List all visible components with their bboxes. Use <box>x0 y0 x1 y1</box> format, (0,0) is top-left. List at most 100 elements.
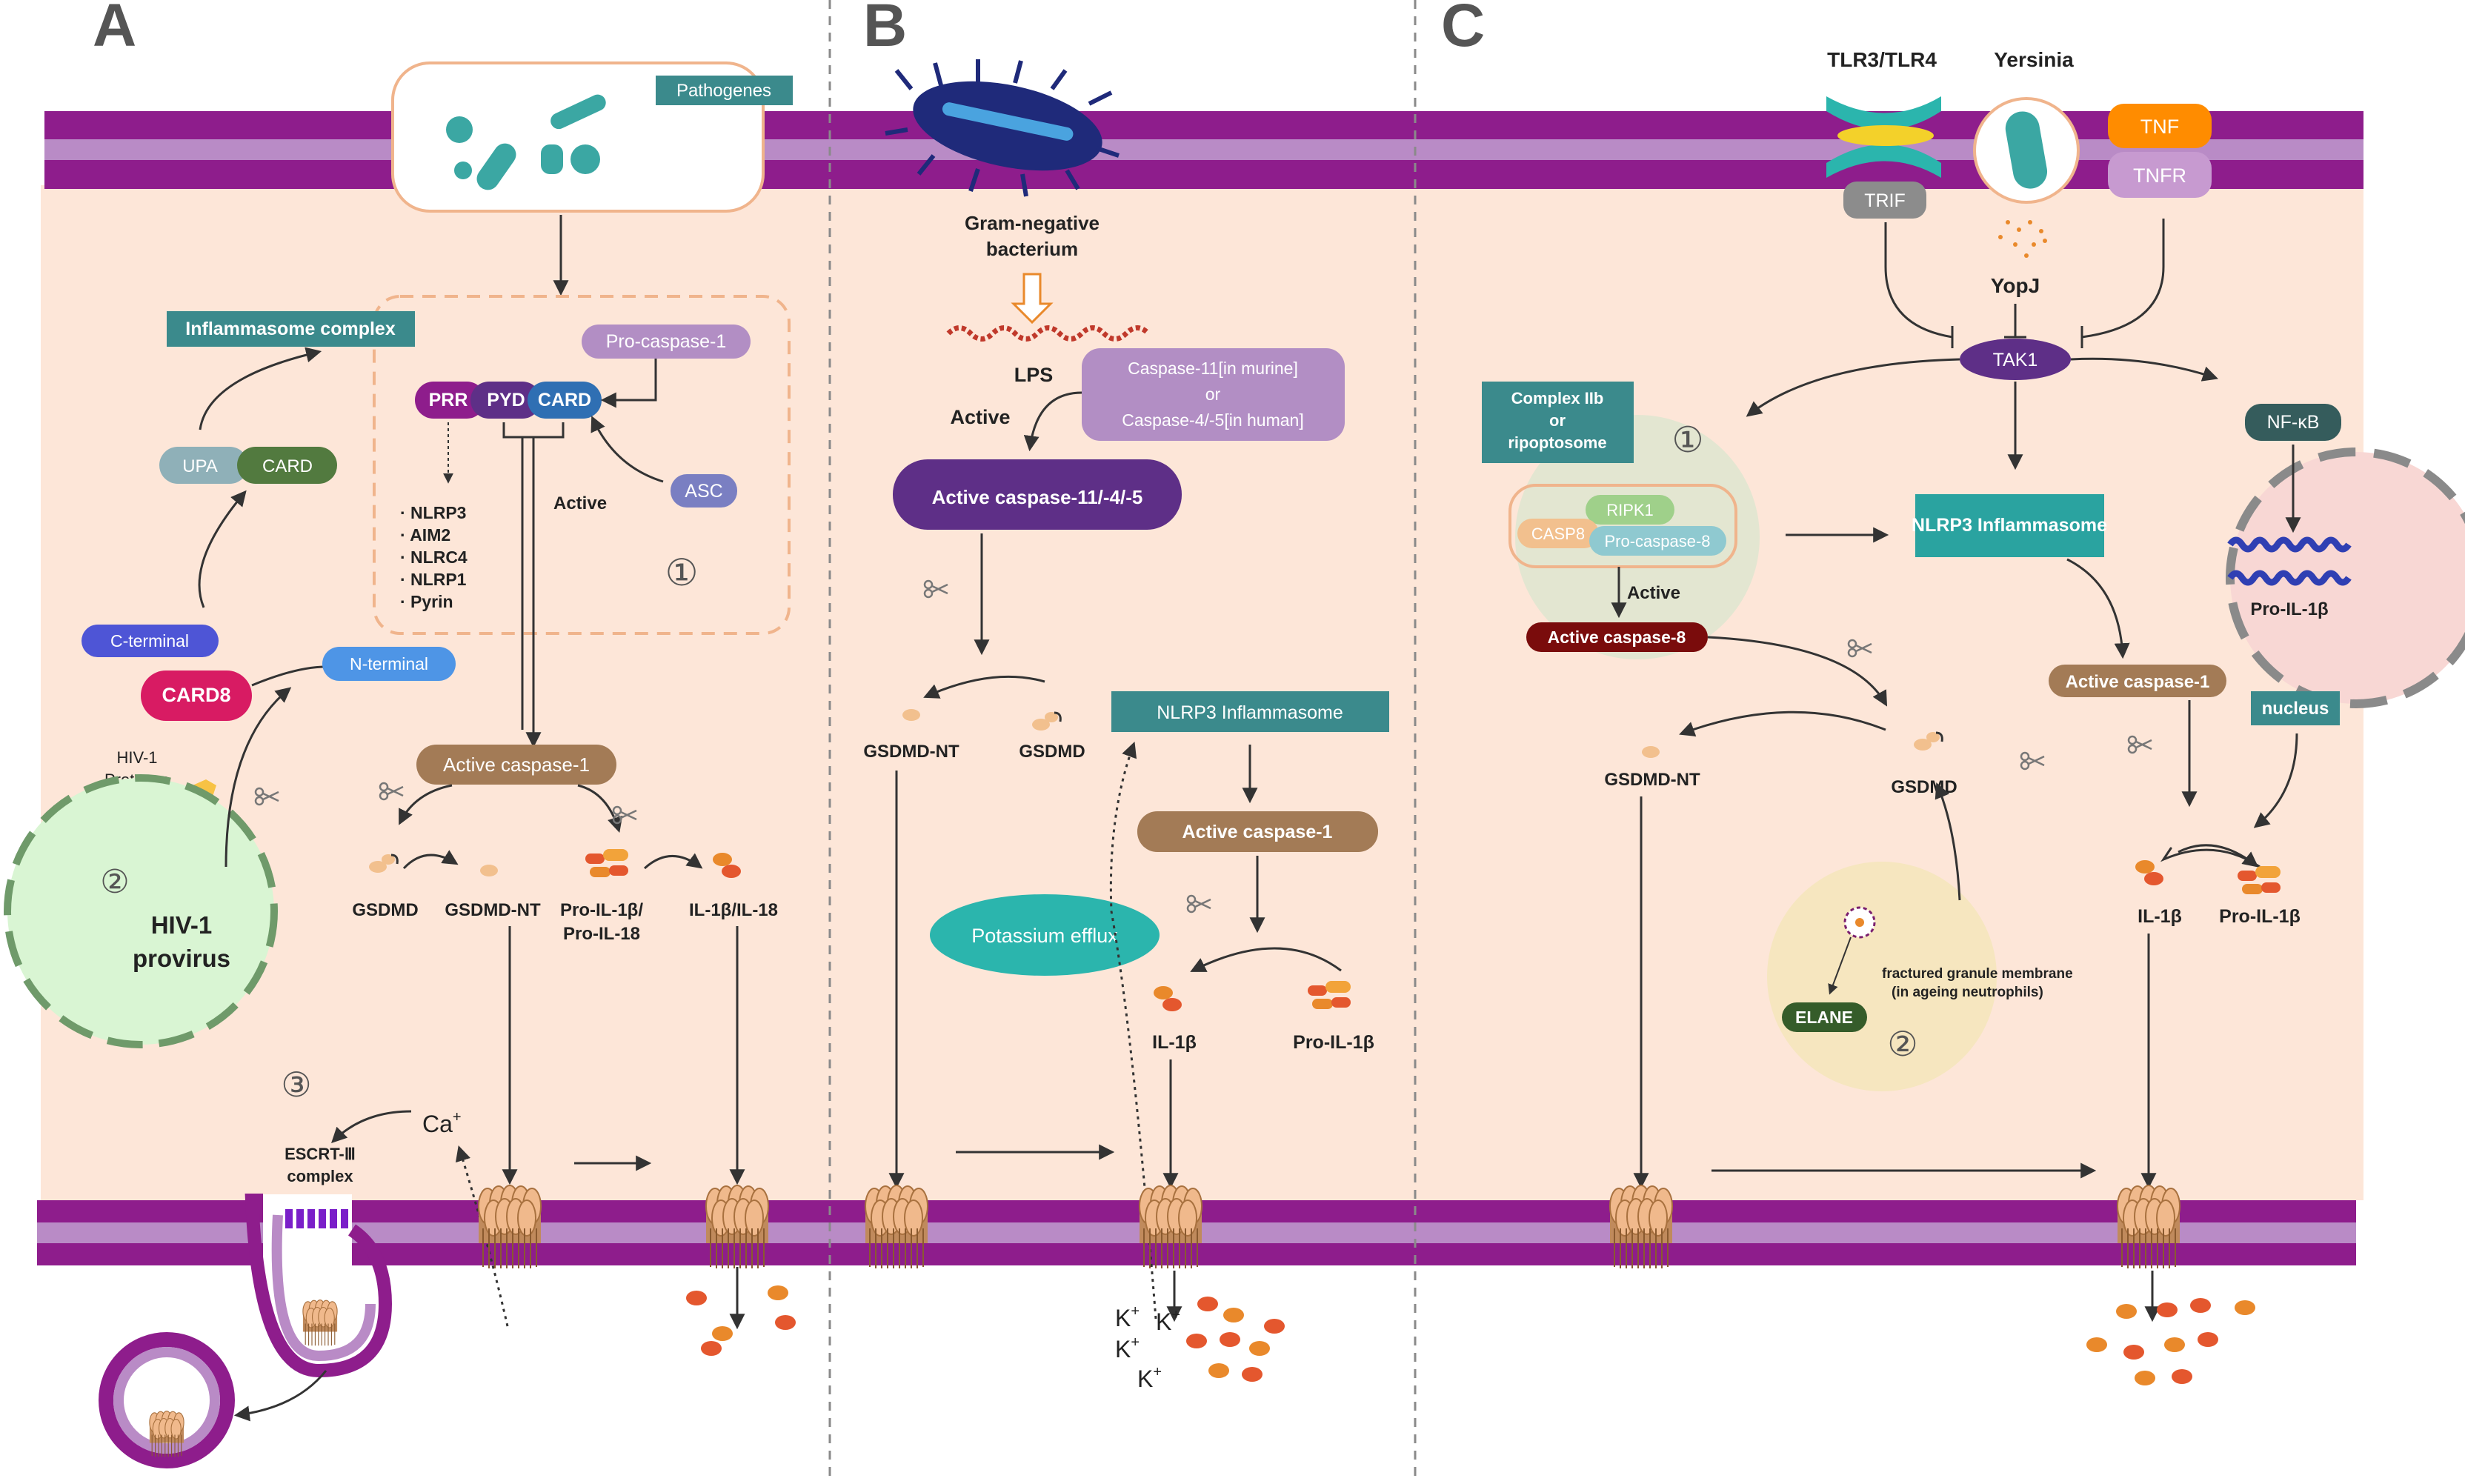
active-caspase1-label-c: Active caspase-1 <box>2066 672 2210 692</box>
active-caspase1-label-b: Active caspase-1 <box>1182 822 1333 842</box>
pathogen-icon <box>446 94 606 190</box>
hiv-protease-line1: HIV-1 <box>116 748 157 767</box>
prr-label: PRR <box>429 390 468 410</box>
tnf-label: TNF <box>2140 116 2179 138</box>
yopj-dots-icon <box>1998 220 2047 258</box>
tlr-receptor-icon <box>1826 96 1941 178</box>
complex-iib-box <box>1482 382 1634 463</box>
fractured-line1: fractured granule membrane <box>1882 966 2073 982</box>
n-terminal-label: N-terminal <box>350 654 428 673</box>
gsdmd-nt-label-b: GSDMD-NT <box>863 742 959 762</box>
prr-pill <box>415 382 485 419</box>
ca-label: Ca+ <box>422 1109 462 1137</box>
nlrp3-box-c <box>1915 494 2104 557</box>
active-label-c: Active <box>1627 583 1680 603</box>
active-caspase1-pill-b <box>1137 811 1378 852</box>
card-upa-label: CARD <box>262 456 313 476</box>
active-label-b: Active <box>950 406 1010 428</box>
upa-pill <box>159 447 248 484</box>
dna-icon-1 <box>2227 536 2352 553</box>
caspase11-line2: or <box>1205 385 1221 404</box>
tlr-label: TLR3/TLR4 <box>1827 48 1937 71</box>
card-upa-pill <box>237 447 337 484</box>
yersinia-label: Yersinia <box>1994 48 2074 71</box>
tnfr-label: TNFR <box>2133 164 2186 187</box>
tnfr-pill <box>2108 152 2212 198</box>
panel-a: Pathogenes Inflammasome complex Pro-casp… <box>4 61 796 1468</box>
complex-iib-line1: Complex IIb <box>1511 389 1604 407</box>
n-terminal-pill <box>322 647 456 681</box>
gsdmd-label-c: GSDMD <box>1891 777 1957 797</box>
sensor-nlrc4: · NLRC4 <box>400 548 468 567</box>
pro-caspase1-pill <box>582 325 751 359</box>
active-caspase1-pill-c <box>2049 665 2226 697</box>
panel-c: TLR3/TLR4 Yersinia TRIF YopJ TNF TNFR TA… <box>1482 48 2465 1385</box>
neutrophil-circle <box>1767 862 1997 1091</box>
gsdmd-nt-icon-a <box>480 865 498 876</box>
ripoptosome-outline <box>1508 484 1737 568</box>
caspase11-box <box>1082 348 1345 441</box>
active-label-a: Active <box>553 493 607 513</box>
card-pill <box>528 382 602 419</box>
card-label: CARD <box>538 390 591 410</box>
nlrp3-box-b <box>1111 691 1389 732</box>
exosome-vesicle <box>99 1332 235 1468</box>
released-cytokines-b <box>1186 1297 1285 1382</box>
pro-caspase8-label: Pro-caspase-8 <box>1604 532 1710 550</box>
trif-pill <box>1843 182 1926 219</box>
fractured-line2: (in ageing neutrophils) <box>1892 985 2043 1000</box>
released-cytokines-a <box>686 1285 796 1356</box>
svg-text:K+: K+ <box>1156 1307 1180 1335</box>
panel-label-a: A <box>93 0 136 59</box>
il1b-label-c: IL-1β <box>2138 906 2182 927</box>
pro-il-label-a2: Pro-IL-18 <box>563 924 640 944</box>
bacterium-label-2: bacterium <box>986 238 1078 260</box>
pathogens-label-box <box>656 76 793 105</box>
potassium-efflux-ellipse <box>930 894 1160 976</box>
lps-arrow-icon <box>1011 273 1054 325</box>
pro-il-label-a1: Pro-IL-1β/ <box>560 900 643 920</box>
circled-1-c: ① <box>1671 421 1703 460</box>
c-terminal-label: C-terminal <box>110 631 189 651</box>
lps-chain-icon <box>946 325 1151 342</box>
gsdmd-nt-label-a: GSDMD-NT <box>445 900 541 920</box>
panel-b: Gram-negative bacterium LPS Caspase-11[i… <box>863 59 1389 1392</box>
ripk1-pill <box>1586 495 1674 525</box>
caspase11-line1: Caspase-11[in murine] <box>1128 359 1298 378</box>
pro-il1b-label-c: Pro-IL-1β <box>2219 906 2301 927</box>
sensor-aim2: · AIM2 <box>400 525 450 545</box>
escrt-label-1: ESCRT-Ⅲ <box>285 1145 356 1163</box>
hiv-provirus-circle <box>4 774 278 1048</box>
complex-iib-line3: ripoptosome <box>1508 433 1606 452</box>
bacterium-icon <box>885 59 1120 197</box>
tak1-pill <box>1960 339 2071 380</box>
escrt-pore <box>302 1300 338 1346</box>
dna-icon-2 <box>2227 570 2352 586</box>
gsdmd-nt-label-c: GSDMD-NT <box>1604 770 1700 790</box>
active-caspase11-label: Active caspase-11/-4/-5 <box>932 486 1143 508</box>
svg-text:K+: K+ <box>1115 1334 1140 1362</box>
panel-label-c: C <box>1441 0 1485 59</box>
gsdmd-nt-icon-b <box>902 709 920 721</box>
pro-il1b-nucleus-label: Pro-IL-1β <box>2250 599 2328 619</box>
casp8-label: CASP8 <box>1531 525 1585 543</box>
nfkb-label: NF-κB <box>2267 412 2320 433</box>
casp8-pill <box>1517 519 1599 548</box>
circled-3-a: ③ <box>281 1065 311 1104</box>
nlrp3-label-c: NLRP3 Inflammasome <box>1912 515 2107 536</box>
pro-caspase8-pill <box>1589 526 1726 556</box>
sensor-nlrp3: · NLRP3 <box>400 503 466 522</box>
nucleus-label-box <box>2251 691 2340 725</box>
il-label-a: IL-1β/IL-18 <box>689 900 778 920</box>
escrt-label-2: complex <box>287 1167 353 1185</box>
tnf-pill <box>2108 104 2212 148</box>
yersinia-icon <box>2005 111 2048 189</box>
gsdmd-nt-icon-c <box>1642 746 1660 758</box>
tak1-label: TAK1 <box>1993 350 2038 370</box>
pathogens-label: Pathogenes <box>676 81 771 101</box>
hiv-provirus-line1: HIV-1 <box>151 911 213 939</box>
inflammasome-complex-box <box>167 311 415 347</box>
potassium-ions: K+ K+ K+ K+ <box>1115 1303 1180 1392</box>
